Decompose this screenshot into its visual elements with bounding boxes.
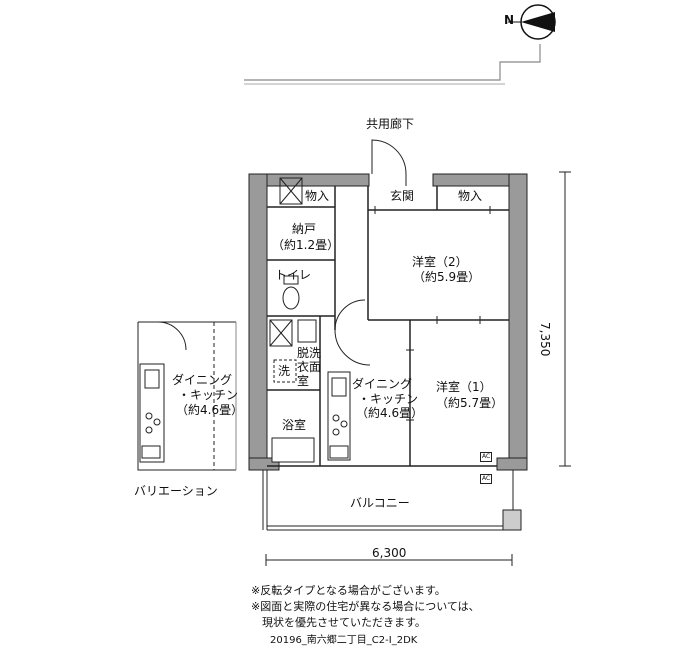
width-dimension: 6,300 — [372, 546, 407, 560]
balcony-label: バルコニー — [350, 496, 410, 510]
closet-size: （約1.2畳） — [272, 238, 340, 252]
washroom-label-line2: 衣面 — [297, 360, 322, 374]
variation-plan — [137, 321, 237, 471]
interior-walls — [267, 186, 509, 467]
kitchen-counter — [327, 371, 351, 461]
sink-fixture — [297, 319, 317, 343]
footer-id: 20196_南六郷二丁目_C2-Ⅰ_2DK — [270, 635, 418, 646]
site-boundary — [244, 44, 541, 85]
bathtub — [271, 437, 315, 463]
closet-label: 納戸 — [292, 222, 317, 236]
storage-left-label: 物入 — [305, 189, 330, 203]
outer-walls — [248, 173, 528, 471]
balcony-structure — [262, 470, 522, 531]
variation-dining-line2: ・キッチン — [178, 388, 239, 402]
western1-label: 洋室（1） — [436, 380, 492, 394]
western2-size: （約5.9畳） — [413, 270, 481, 284]
note-line-1: ※反転タイプとなる場合がございます。 — [251, 584, 446, 597]
bath-label: 浴室 — [282, 418, 307, 432]
variation-dining-size: （約4.6畳） — [176, 403, 244, 417]
dining-size: （約4.6畳） — [356, 406, 424, 420]
ac-unit-label-2: AC — [480, 474, 493, 484]
height-dimension: 7,350 — [538, 322, 552, 357]
dining-label-line1: ダイニング — [352, 377, 413, 391]
washroom-label-line3: 室 — [297, 374, 310, 388]
western1-size: （約5.7畳） — [436, 396, 504, 410]
note-line-2: ※図面と実際の住宅が異なる場合については、 — [251, 600, 480, 613]
entrance-label: 玄関 — [390, 189, 415, 203]
toilet-label: トイレ — [275, 268, 312, 282]
storage-cabinet — [269, 177, 303, 347]
washroom-label-line1: 脱洗 — [297, 346, 322, 360]
north-label: N — [504, 13, 515, 27]
note-line-3: 現状を優先させていただきます。 — [251, 616, 426, 629]
variation-title: バリエーション — [134, 484, 218, 498]
entrance-door — [371, 139, 407, 186]
compass-icon — [508, 4, 556, 40]
storage-right-label: 物入 — [458, 189, 483, 203]
ac-unit-label-1: AC — [480, 452, 493, 462]
dimension-lines — [265, 171, 571, 566]
dining-label-line2: ・キッチン — [358, 392, 419, 406]
western2-label: 洋室（2） — [412, 255, 468, 269]
corridor-label: 共用廊下 — [366, 117, 415, 131]
toilet-fixture — [282, 275, 300, 310]
washer-space — [273, 359, 297, 383]
variation-dining-line1: ダイニング — [172, 373, 233, 387]
partition-ticks — [374, 206, 491, 421]
washer-label: 洗 — [278, 364, 291, 378]
